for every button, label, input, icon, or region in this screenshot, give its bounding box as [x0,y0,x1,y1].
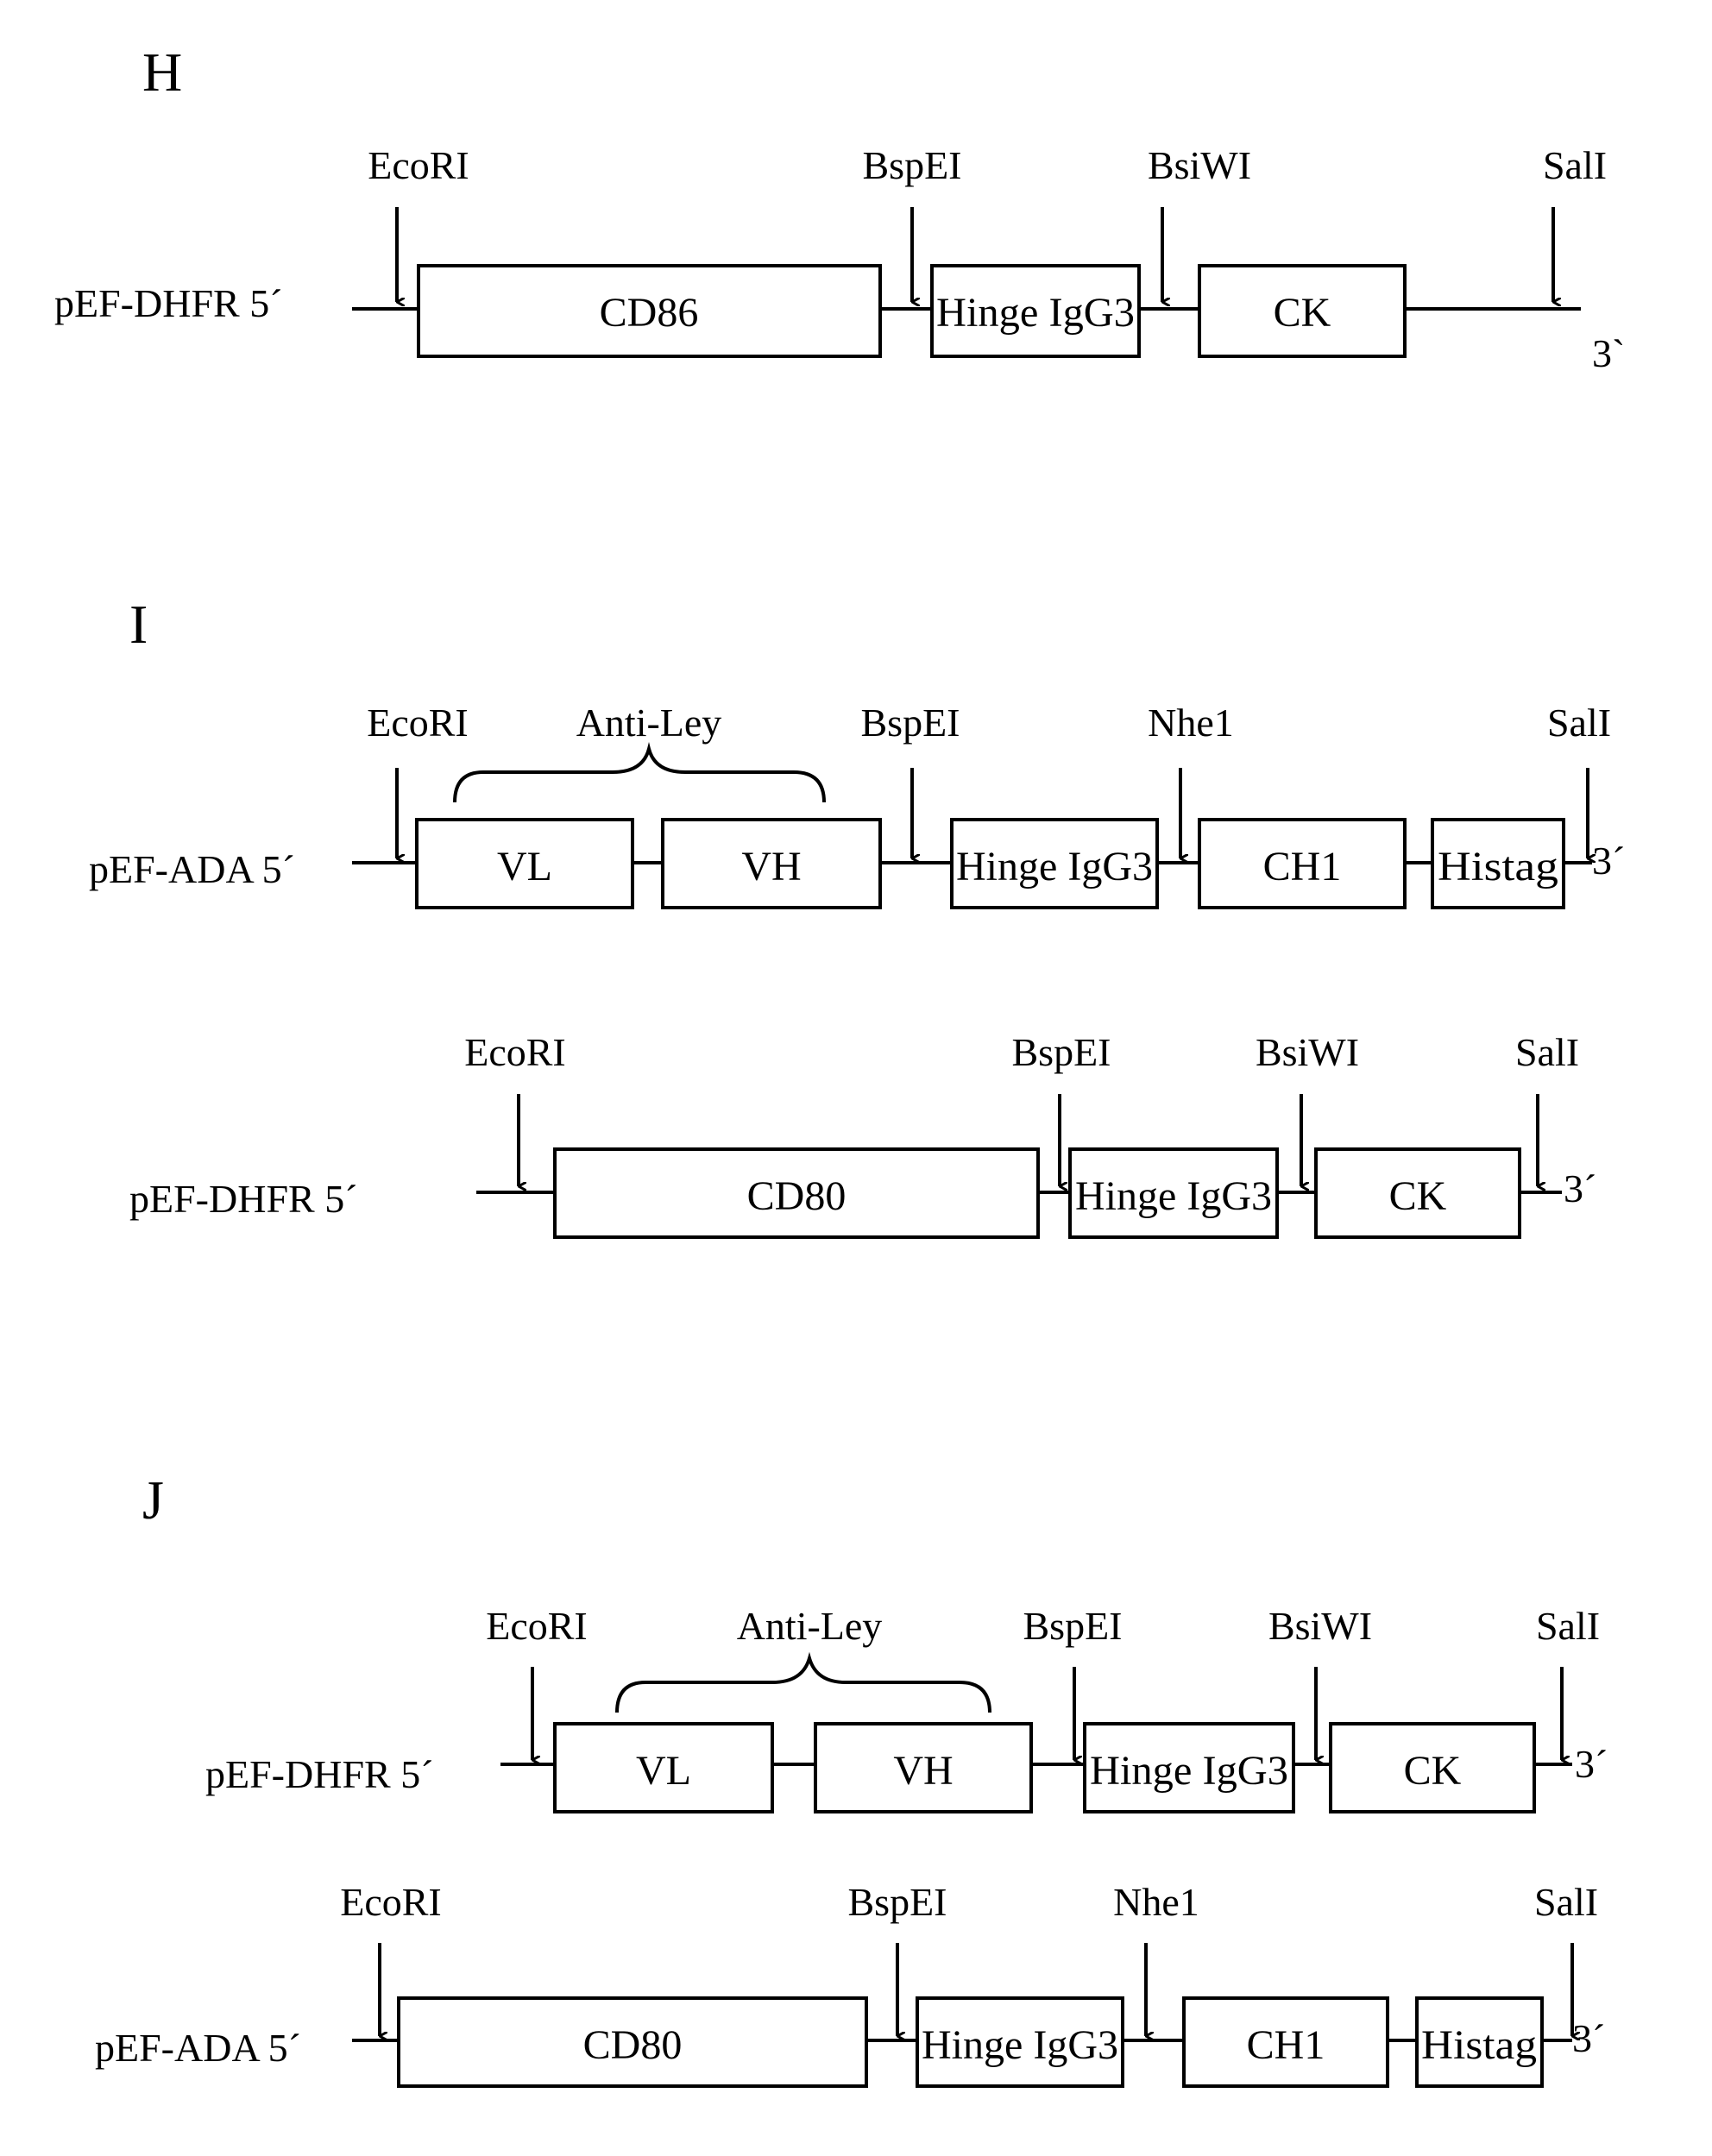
site-label-bspei: BspEI [863,143,962,187]
panel-j: J EcoRI Anti-Ley BspEI BsiWI SalI VL VH … [95,1469,1608,2088]
panel-i: I EcoRI Anti-Ley BspEI Nhe1 SalI VL VH H… [89,594,1625,1239]
segment-box-hinge [950,818,1159,909]
site-label-bspei: BspEI [1012,1030,1111,1074]
vector-suffix: 3´ [1575,1742,1608,1786]
panel-letter-i: I [129,594,148,655]
site-label-bsiwi: BsiWI [1148,143,1251,187]
segment-label-ck: CK [1404,1748,1462,1794]
site-label-ecori: EcoRI [486,1604,588,1648]
vector-prefix: pEF-ADA 5´ [95,2026,301,2070]
vector-suffix: 3` [1592,331,1625,375]
segment-label-hinge: Hinge IgG3 [1075,1173,1272,1219]
segment-box-ck [1329,1722,1536,1813]
vector-prefix: pEF-DHFR 5´ [54,281,283,325]
site-label-bspei: BspEI [1023,1604,1123,1648]
vector-suffix: 3´ [1572,2016,1605,2060]
vector-prefix: pEF-DHFR 5´ [129,1177,358,1221]
construct-row-dhfr: EcoRI Anti-Ley BspEI BsiWI SalI VL VH Hi… [205,1604,1608,1813]
bracket-label: Anti-Ley [737,1604,883,1648]
site-label-nhe1: Nhe1 [1148,701,1234,745]
segment-label-hinge: Hinge IgG3 [1090,1748,1288,1794]
segment-label-vh: VH [741,844,801,889]
segment-box-ck [1314,1147,1521,1239]
segment-label-ch1: CH1 [1247,2022,1325,2068]
segment-box-histag [1431,818,1565,909]
segment-label-cd80: CD80 [583,2022,683,2068]
segment-box-ch1 [1182,1996,1389,2088]
panel-h: H EcoRI BspEI BsiWI SalI CD86 Hinge IgG3… [54,41,1625,375]
segment-label-ch1: CH1 [1263,844,1342,889]
segment-box-vl [553,1722,774,1813]
site-label-bsiwi: BsiWI [1256,1030,1359,1074]
site-label-bspei: BspEI [848,1880,947,1924]
segment-box-cd80 [553,1147,1040,1239]
site-label-sali: SalI [1536,1604,1600,1648]
segment-label-cd80: CD80 [747,1173,847,1219]
segment-label-histag: Histag [1438,844,1558,889]
segment-box-cd86 [417,264,882,358]
segment-box-hinge [930,264,1141,358]
site-label-nhe1: Nhe1 [1113,1880,1199,1924]
site-label-ecori: EcoRI [368,143,469,187]
segment-label-hinge: Hinge IgG3 [936,290,1135,336]
construct-row-ada: EcoRI BspEI Nhe1 SalI CD80 Hinge IgG3 CH… [95,1880,1605,2088]
bracket-anti-ley [615,1651,991,1713]
site-label-sali: SalI [1543,143,1607,187]
segment-label-vl: VL [636,1748,691,1794]
site-label-sali: SalI [1547,701,1611,745]
vector-suffix: 3´ [1592,839,1625,883]
segment-label-hinge: Hinge IgG3 [956,844,1153,889]
site-label-sali: SalI [1515,1030,1579,1074]
site-label-sali: SalI [1534,1880,1598,1924]
segment-box-cd80 [397,1996,868,2088]
segment-box-vh [814,1722,1033,1813]
site-label-ecori: EcoRI [340,1880,442,1924]
site-label-bspei: BspEI [861,701,960,745]
panel-letter-h: H [142,41,182,103]
construct-row-ada: EcoRI Anti-Ley BspEI Nhe1 SalI VL VH Hin… [89,701,1625,909]
segment-box-vl [415,818,634,909]
bracket-anti-ley [453,742,826,803]
segment-label-vh: VH [893,1748,953,1794]
segment-label-hinge: Hinge IgG3 [922,2022,1118,2068]
segment-label-ck: CK [1389,1173,1447,1219]
bracket-label: Anti-Ley [576,701,722,745]
segment-box-hinge [1083,1722,1295,1813]
site-label-ecori: EcoRI [367,701,469,745]
segment-label-histag: Histag [1421,2022,1537,2068]
segment-label-cd86: CD86 [600,290,699,336]
site-label-ecori: EcoRI [464,1030,566,1074]
segment-box-hinge [916,1996,1124,2088]
segment-box-histag [1415,1996,1544,2088]
segment-label-ck: CK [1274,290,1331,336]
construct-row-dhfr: EcoRI BspEI BsiWI SalI CD80 Hinge IgG3 C… [129,1030,1596,1239]
panel-letter-j: J [142,1469,164,1531]
segment-box-vh [661,818,882,909]
segment-box-hinge [1068,1147,1279,1239]
site-label-bsiwi: BsiWI [1268,1604,1372,1648]
vector-prefix: pEF-DHFR 5´ [205,1752,434,1796]
vector-prefix: pEF-ADA 5´ [89,847,295,891]
segment-box-ck [1198,264,1407,358]
vector-suffix: 3´ [1564,1166,1596,1210]
segment-label-vl: VL [497,844,552,889]
segment-box-ch1 [1198,818,1407,909]
